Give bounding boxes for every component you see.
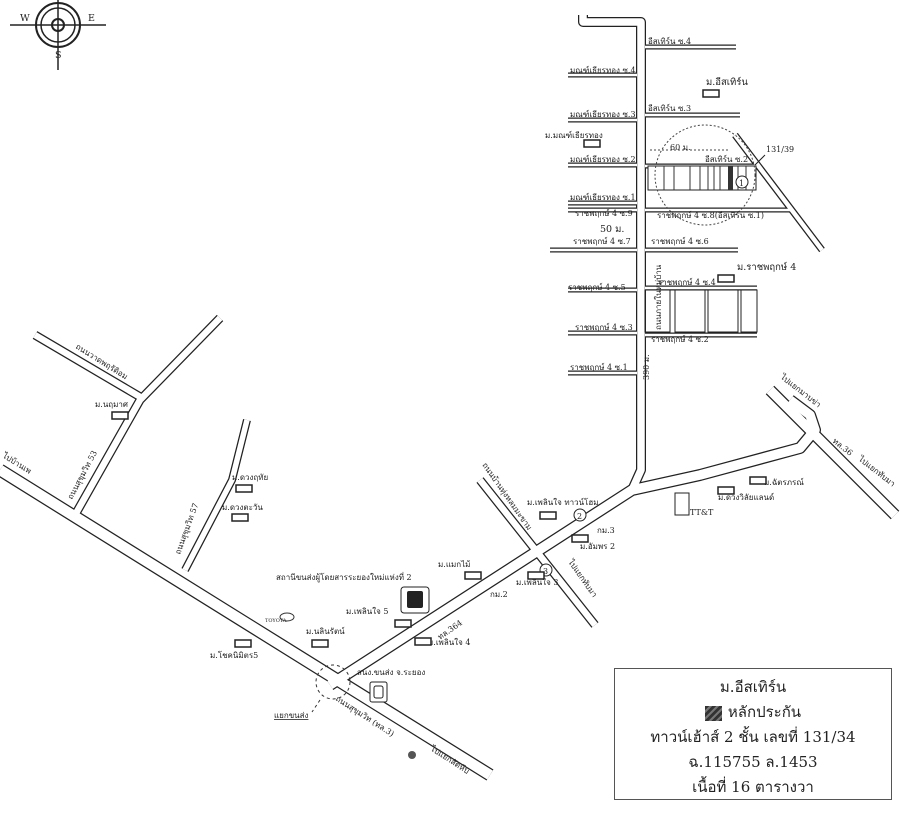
legend-property: ทาวน์เฮ้าส์ 2 ชั้น เลขที่ 131/34 xyxy=(650,728,856,746)
village-label: ม.แมกไม้ xyxy=(438,560,470,569)
village-label: ม.นลินรัตน์ xyxy=(306,626,345,636)
housing-estate-icon xyxy=(111,411,129,420)
street-label: ราชพฤกษ์ 4 ซ.7 xyxy=(573,236,631,246)
intersection-pointer xyxy=(311,699,321,713)
housing-estate-icon xyxy=(527,571,545,580)
street-label: ราชพฤกษ์ 4 ซ.8(อีสเทิร์น ซ.1) xyxy=(657,210,764,220)
roads xyxy=(0,15,900,781)
tt-building-icon xyxy=(674,492,690,516)
street-label: ราชพฤกษ์ 4 ซ.4 xyxy=(658,277,716,287)
toyota-logo-icon xyxy=(279,612,295,622)
road-label: ถนนภายในหมู่บ้าน xyxy=(654,264,664,330)
compass-south: S xyxy=(55,50,62,61)
village-label: ม.อีสเทิร์น xyxy=(706,76,748,88)
street-label: ราชพฤกษ์ 4 ซ.6 xyxy=(651,236,709,246)
legend-area: เนื้อที่ 16 ตารางวา xyxy=(692,778,814,796)
housing-estate-icon xyxy=(234,639,252,648)
legend-deed: ฉ.115755 ล.1453 xyxy=(688,753,818,771)
compass-rose-icon: W E S xyxy=(10,0,106,70)
legend-collateral: หลักประกัน xyxy=(727,703,802,721)
road-soi53 xyxy=(71,314,224,518)
road-wat xyxy=(33,332,144,401)
distance-label: 60 ม. xyxy=(670,143,691,152)
road-36 xyxy=(766,386,899,519)
housing-estate-icon xyxy=(464,571,482,580)
marker-number: 3 xyxy=(543,567,548,576)
street-label: ราชพฤกษ์ 4 ซ.9 xyxy=(575,208,633,218)
street-label: มณฑ์เธียรทอง ซ.4 xyxy=(570,65,636,75)
legend-project: ม.อีสเทิร์น xyxy=(719,678,787,696)
housing-estate-icon xyxy=(394,619,412,628)
road-sukhumvit xyxy=(0,465,493,780)
village-label: ม.เพลินใจ 4 xyxy=(428,638,470,647)
road-364 xyxy=(327,396,820,689)
village-label: ม.เพลินใจ ทาวน์โฮม xyxy=(527,497,599,507)
car-icon xyxy=(369,681,388,703)
housing-estate-icon xyxy=(583,139,601,148)
landmark-label: TT&T xyxy=(690,508,714,517)
legend-box: ม.อีสเทิร์น หลักประกัน ทาวน์เฮ้าส์ 2 ชั้… xyxy=(614,668,892,800)
village-label: ม.เพลินใจ 3 xyxy=(516,578,558,587)
housing-estate-icon xyxy=(231,513,249,522)
housing-estate-icon xyxy=(414,637,432,646)
landmark-label: สนง.ขนส่ง จ.ระยอง xyxy=(357,668,425,677)
street-label: ราชพฤกษ์ 4 ซ.5 xyxy=(568,282,626,292)
distance-label: 50 ม. xyxy=(600,224,624,235)
village-label: ม.ดวงตะวัน xyxy=(222,503,263,512)
compass-west: W xyxy=(20,13,30,24)
compass-east: E xyxy=(88,13,95,24)
street-label: มณฑ์เธียรทอง ซ.3 xyxy=(570,109,636,119)
village-label: ม.มณฑ์เธียรทอง xyxy=(545,130,603,140)
legend-collateral-row: หลักประกัน xyxy=(615,700,891,725)
parcel-blocks-south xyxy=(644,289,758,333)
street-label: ราชพฤกษ์ 4 ซ.1 xyxy=(570,362,628,372)
temple-icon xyxy=(408,751,416,759)
landmark-label: สถานีขนส่งผู้โดยสารระยองใหม่แห่งที่ 2 xyxy=(276,571,412,583)
road-thung xyxy=(477,477,598,628)
village-label: ม.โชคนิมิตร5 xyxy=(210,650,258,660)
housing-estate-icon xyxy=(235,484,253,493)
road-main-north xyxy=(579,15,645,492)
street-label: ราชพฤกษ์ 4 ซ.2 xyxy=(651,334,709,344)
village-label: ม.อัมพร 2 xyxy=(580,542,615,551)
toyota-logo-label: TOYOTA xyxy=(265,618,287,624)
house-number-label: 131/39 xyxy=(766,145,794,154)
village-label: ม.เพลินใจ 5 xyxy=(346,607,388,616)
intersection-circle xyxy=(315,664,351,700)
village-label: ม.นฤมาศ xyxy=(95,400,128,409)
km-marker-label: กม.3 xyxy=(597,526,615,535)
marker-1: 1 xyxy=(735,175,749,189)
street-label: ราชพฤกษ์ 4 ซ.3 xyxy=(575,322,633,332)
km-marker-label: กม.2 xyxy=(490,590,508,599)
distance-label: 390 ม. xyxy=(642,354,651,380)
street-label: อีสเทิร์น ซ.2 xyxy=(705,154,748,164)
marker-2: 2 xyxy=(573,508,587,522)
collateral-swatch-icon xyxy=(704,705,722,721)
housing-estate-icon xyxy=(311,639,329,648)
village-label: ม.ดวงวิลัยแลนด์ xyxy=(718,492,774,502)
street-label: อีสเทิร์น ซ.3 xyxy=(648,103,691,113)
housing-estate-icon xyxy=(571,534,589,543)
housing-estate-icon xyxy=(702,89,720,98)
marker-number: 1 xyxy=(739,179,744,188)
bus-terminal-icon xyxy=(400,586,430,614)
village-label: ม.ดวงฤทัย xyxy=(232,473,268,482)
housing-estate-icon xyxy=(717,274,735,283)
street-label: มณฑ์เธียรทอง ซ.2 xyxy=(570,154,636,164)
street-label: อีสเทิร์น ซ.4 xyxy=(648,36,691,46)
intersection-label: แยกขนส่ง xyxy=(274,711,309,720)
housing-estate-icon xyxy=(717,486,735,495)
street-label: มณฑ์เธียรทอง ซ.1 xyxy=(570,192,636,202)
village-label: ม.ราชพฤกษ์ 4 xyxy=(737,261,796,273)
housing-estate-icon xyxy=(749,476,767,485)
road-soi57 xyxy=(182,419,250,572)
road-diag-east xyxy=(733,133,824,252)
marker-number: 2 xyxy=(577,512,582,521)
housing-estate-icon xyxy=(539,511,557,520)
village-label: ม.ฉัตรภรณ์ xyxy=(764,477,804,487)
